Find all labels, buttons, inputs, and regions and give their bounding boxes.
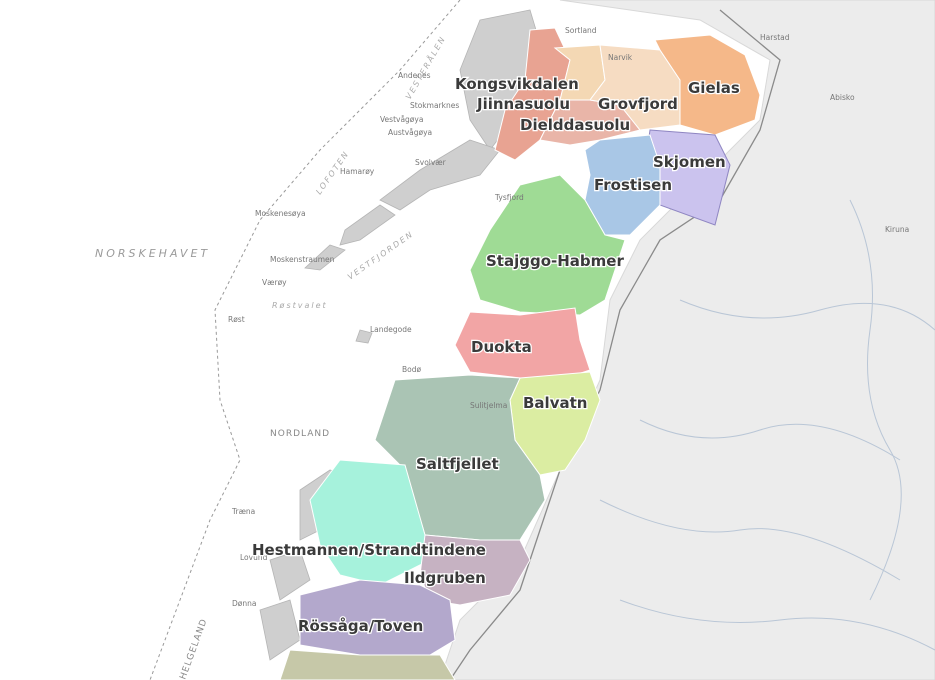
place-donna: Dønna	[232, 599, 256, 608]
place-austvagoy: Austvågøya	[388, 128, 432, 137]
place-vaeroy: Værøy	[262, 278, 287, 287]
county-label-nordland: NORDLAND	[270, 429, 330, 439]
place-tysfjord: Tysfjord	[494, 193, 524, 202]
region-frostisen[interactable]	[584, 134, 661, 236]
fjord-label-rostvalet: Røstvalet	[272, 301, 328, 310]
label-dielddasuolu: Dielddasuolu	[520, 116, 630, 134]
place-svolvaer: Svolvær	[415, 158, 447, 167]
sea-label: NORSKEHAVET	[95, 247, 210, 260]
place-kiruna: Kiruna	[885, 225, 909, 234]
region-kongsvikdalen[interactable]	[494, 27, 571, 161]
place-sortland: Sortland	[565, 26, 597, 35]
national-border	[449, 9, 781, 680]
region-ildgruben[interactable]	[419, 534, 531, 606]
label-grovfjord: Grovfjord	[598, 95, 678, 113]
label-balvatn: Balvatn	[523, 394, 587, 412]
place-abisko: Abisko	[830, 93, 855, 102]
fjord-label-vesteralen: VESTERÅLEN	[402, 33, 448, 101]
region-rossaga-toven[interactable]	[299, 579, 456, 656]
place-narvik: Narvik	[608, 53, 633, 62]
place-lovund: Lovund	[240, 553, 268, 562]
label-ildgruben: Ildgruben	[404, 569, 486, 587]
place-andenes: Andenes	[398, 71, 431, 80]
region-gielas[interactable]	[654, 34, 761, 136]
place-hamaroy: Hamarøy	[340, 167, 375, 176]
label-rossaga-toven: Rössåga/Toven	[298, 617, 423, 635]
region-stajggo-habmer[interactable]	[469, 174, 626, 316]
label-saltfjellet: Saltfjellet	[416, 455, 499, 473]
label-stajggo-habmer: Stajggo-Habmer	[486, 252, 624, 270]
mainland	[439, 0, 935, 680]
place-vestvagoy: Vestvågøya	[380, 115, 423, 124]
region-south[interactable]	[279, 649, 456, 680]
place-sulitjelma: Sulitjelma	[470, 401, 507, 410]
place-moskenesoy: Moskenesøya	[255, 209, 306, 218]
label-frostisen: Frostisen	[594, 176, 672, 194]
place-harstad: Harstad	[760, 33, 790, 42]
label-gielas: Gielas	[688, 79, 740, 97]
place-rost: Røst	[228, 315, 245, 324]
place-bodo: Bodø	[402, 365, 421, 374]
label-jiinnasuolu: Jiinnasuolu	[476, 95, 570, 113]
place-landego: Landegode	[370, 325, 412, 334]
label-kongsvikdalen: Kongsvikdalen	[455, 75, 579, 93]
maritime-boundary	[149, 0, 461, 680]
county-label-helgeland: HELGELAND	[178, 617, 209, 680]
place-moskenstraumen: Moskenstraumen	[270, 255, 335, 264]
label-skjomen: Skjomen	[653, 153, 726, 171]
rivers	[599, 199, 935, 651]
label-duokta: Duokta	[471, 338, 532, 356]
place-stokmarknes: Stokmarknes	[410, 101, 459, 110]
place-traena: Træna	[231, 507, 255, 516]
label-hestmannen-strandtindene: Hestmannen/Strandtindene	[252, 541, 486, 559]
